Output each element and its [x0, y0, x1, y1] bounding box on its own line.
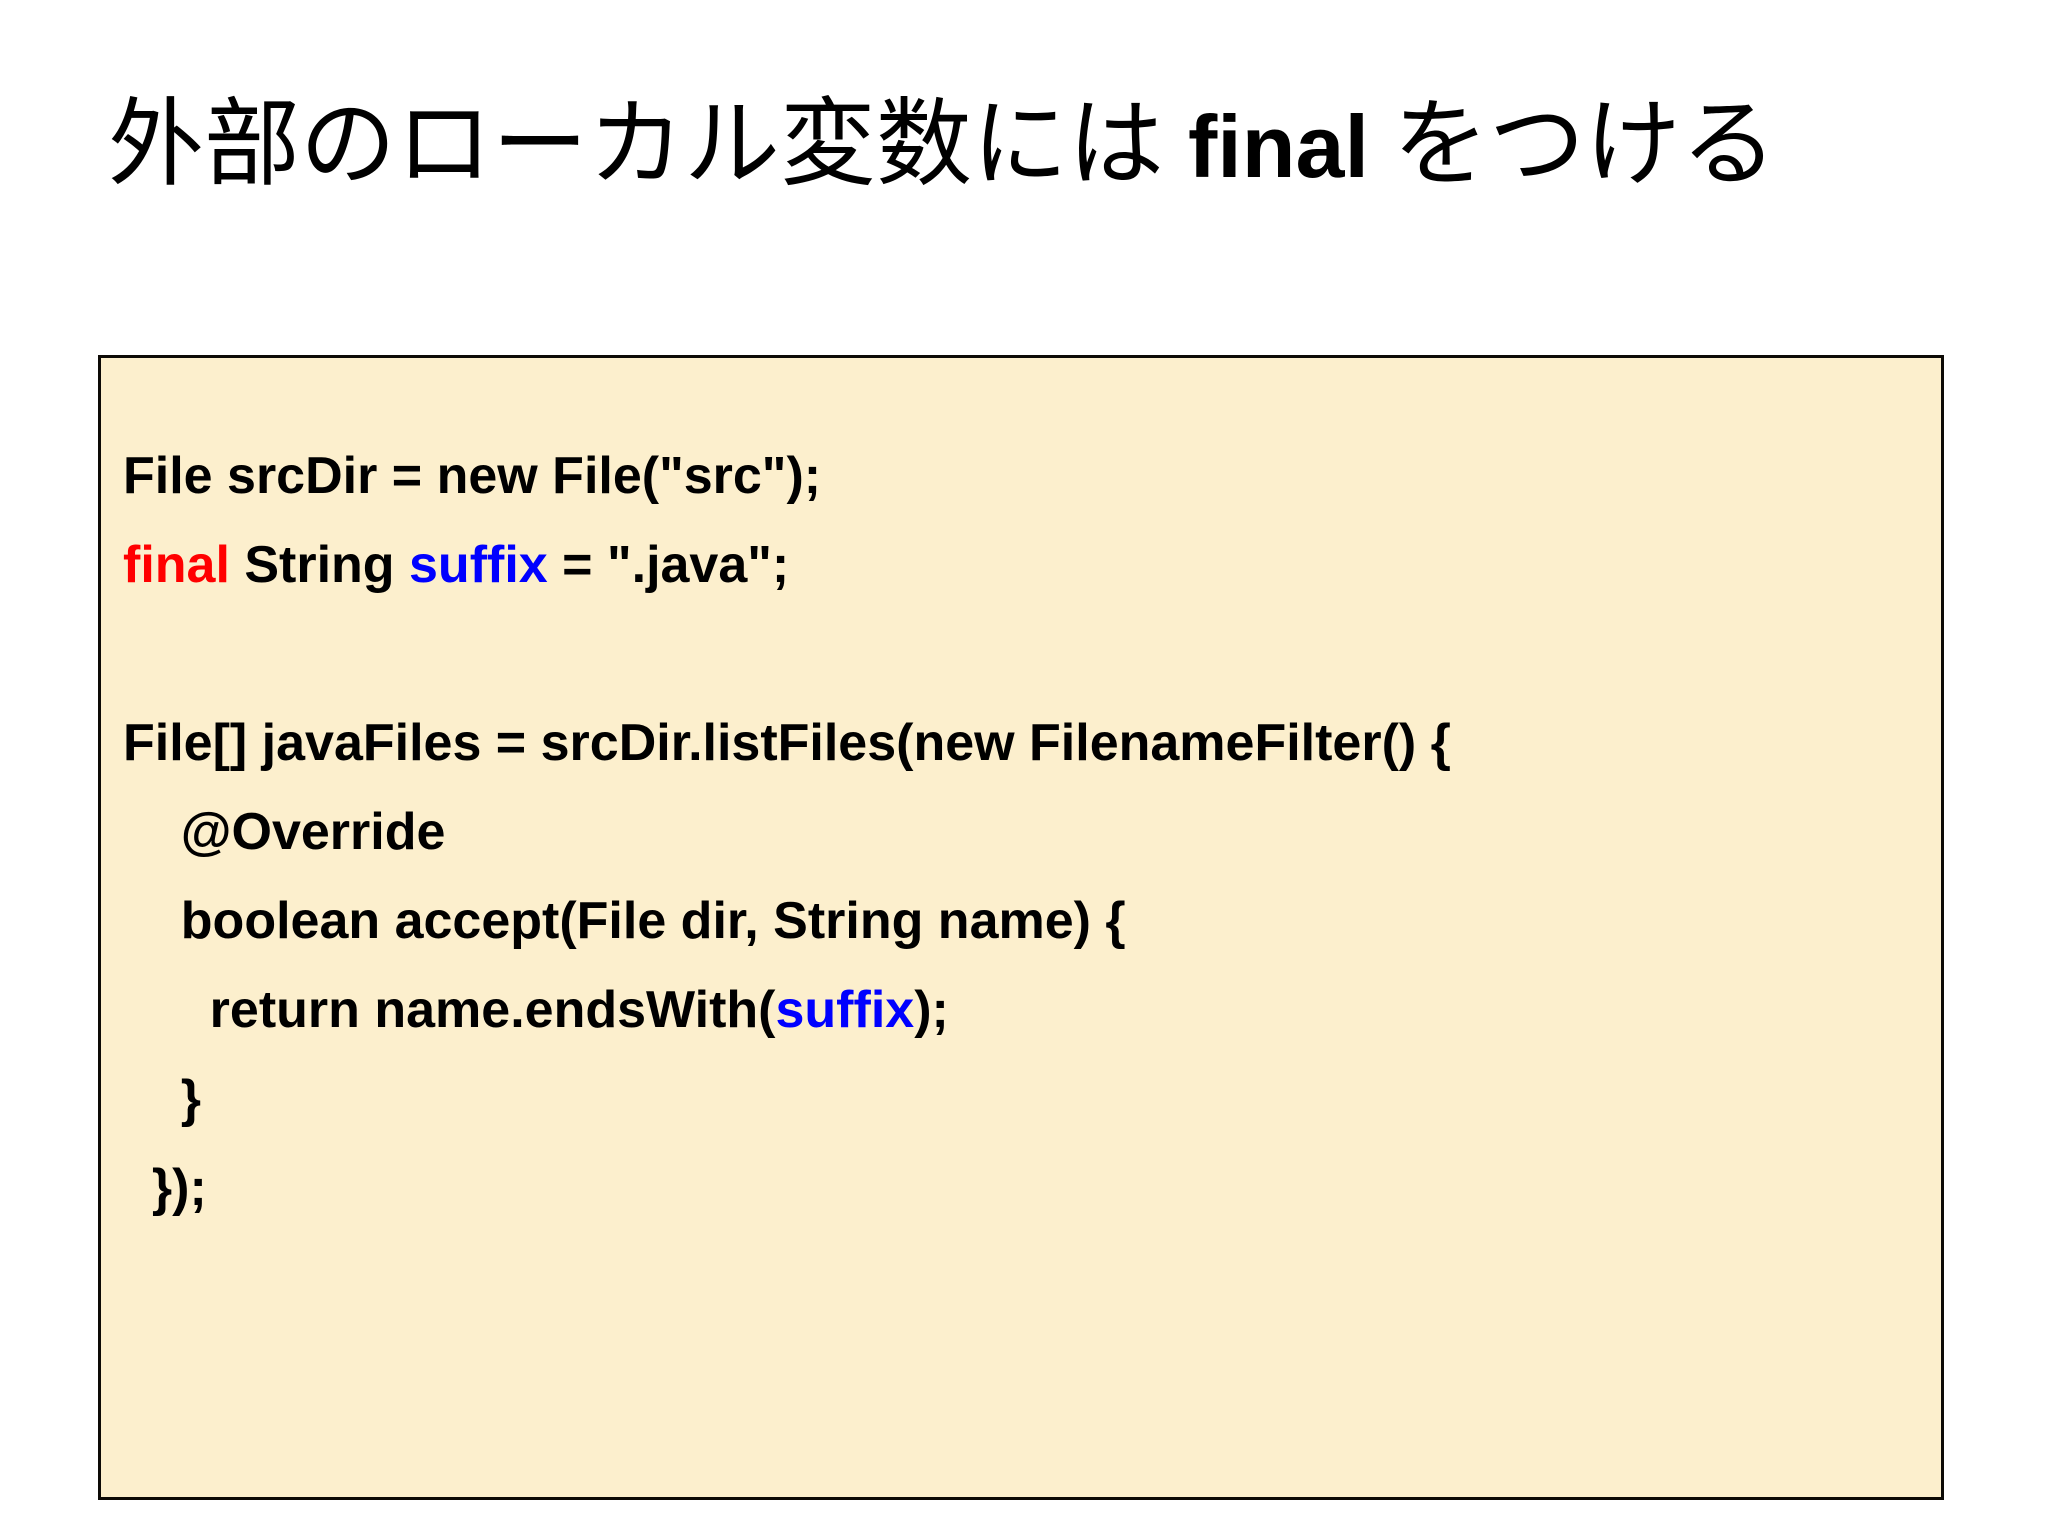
code-token: }	[123, 1070, 202, 1128]
code-line: });	[123, 1144, 1931, 1233]
code-token: final	[123, 536, 230, 594]
code-token: File srcDir = new File("src");	[123, 447, 822, 505]
code-line: return name.endsWith(suffix);	[123, 966, 1931, 1055]
code-line: final String suffix = ".java";	[123, 521, 1931, 610]
code-line: @Override	[123, 788, 1931, 877]
code-token: });	[123, 1159, 207, 1217]
code-token: = ".java";	[547, 536, 790, 594]
code-token: @Override	[123, 803, 446, 861]
page-title-keyword: final	[1188, 97, 1369, 197]
page-title: 外部のローカル変数には final をつける	[108, 82, 1988, 209]
code-line: File srcDir = new File("src");	[123, 432, 1931, 521]
code-token: );	[914, 981, 949, 1039]
page-title-segment-1: 外部のローカル変数には	[108, 91, 1188, 199]
code-token: File[] javaFiles = srcDir.listFiles(new …	[123, 714, 1451, 772]
code-token: suffix	[409, 536, 548, 594]
code-token: suffix	[775, 981, 915, 1039]
code-line: File[] javaFiles = srcDir.listFiles(new …	[123, 699, 1931, 788]
code-block-panel: File srcDir = new File("src"); final Stri…	[98, 355, 1944, 1500]
code-token: return name.endsWith(	[123, 981, 776, 1039]
code-token: String	[229, 536, 410, 594]
page-title-segment-2: をつける	[1368, 91, 1777, 199]
code-listing: File srcDir = new File("src"); final Stri…	[123, 432, 1931, 1233]
code-line	[123, 610, 1931, 699]
code-token: boolean accept(File dir, String name) {	[123, 892, 1126, 950]
code-line: }	[123, 1055, 1931, 1144]
code-line: boolean accept(File dir, String name) {	[123, 877, 1931, 966]
